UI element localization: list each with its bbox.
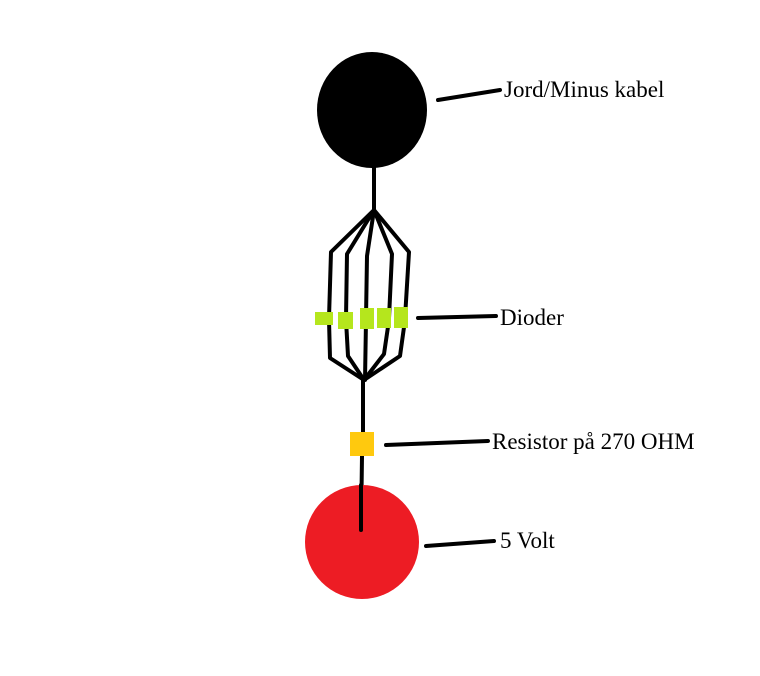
wire-upper-4 bbox=[372, 208, 394, 320]
wire-upper-2 bbox=[344, 208, 376, 320]
diode bbox=[394, 307, 408, 328]
diode bbox=[377, 308, 391, 328]
leader-ground bbox=[436, 88, 502, 102]
diode-group bbox=[315, 307, 408, 329]
wire-lower-5 bbox=[362, 318, 407, 382]
leader-supply bbox=[424, 539, 496, 548]
wire-lower-1 bbox=[327, 318, 366, 382]
diode bbox=[360, 308, 374, 329]
diode bbox=[338, 312, 353, 329]
wire-upper-3 bbox=[364, 208, 376, 320]
leader-diodes bbox=[416, 314, 498, 320]
wire-upper-5 bbox=[372, 208, 411, 320]
diode bbox=[315, 312, 333, 325]
wire-lower-3 bbox=[363, 318, 368, 382]
leader-resistor bbox=[384, 439, 490, 447]
wire-lower-2 bbox=[344, 318, 366, 382]
wire-upper-1 bbox=[327, 208, 376, 320]
label-ground: Jord/Minus kabel bbox=[504, 77, 665, 102]
ground-terminal bbox=[317, 52, 427, 168]
resistor bbox=[350, 432, 374, 456]
supply-terminal bbox=[305, 485, 419, 599]
wire-lower-4 bbox=[362, 318, 391, 382]
label-resistor: Resistor på 270 OHM bbox=[492, 429, 695, 454]
label-supply: 5 Volt bbox=[500, 528, 555, 553]
label-diodes: Dioder bbox=[500, 305, 564, 330]
